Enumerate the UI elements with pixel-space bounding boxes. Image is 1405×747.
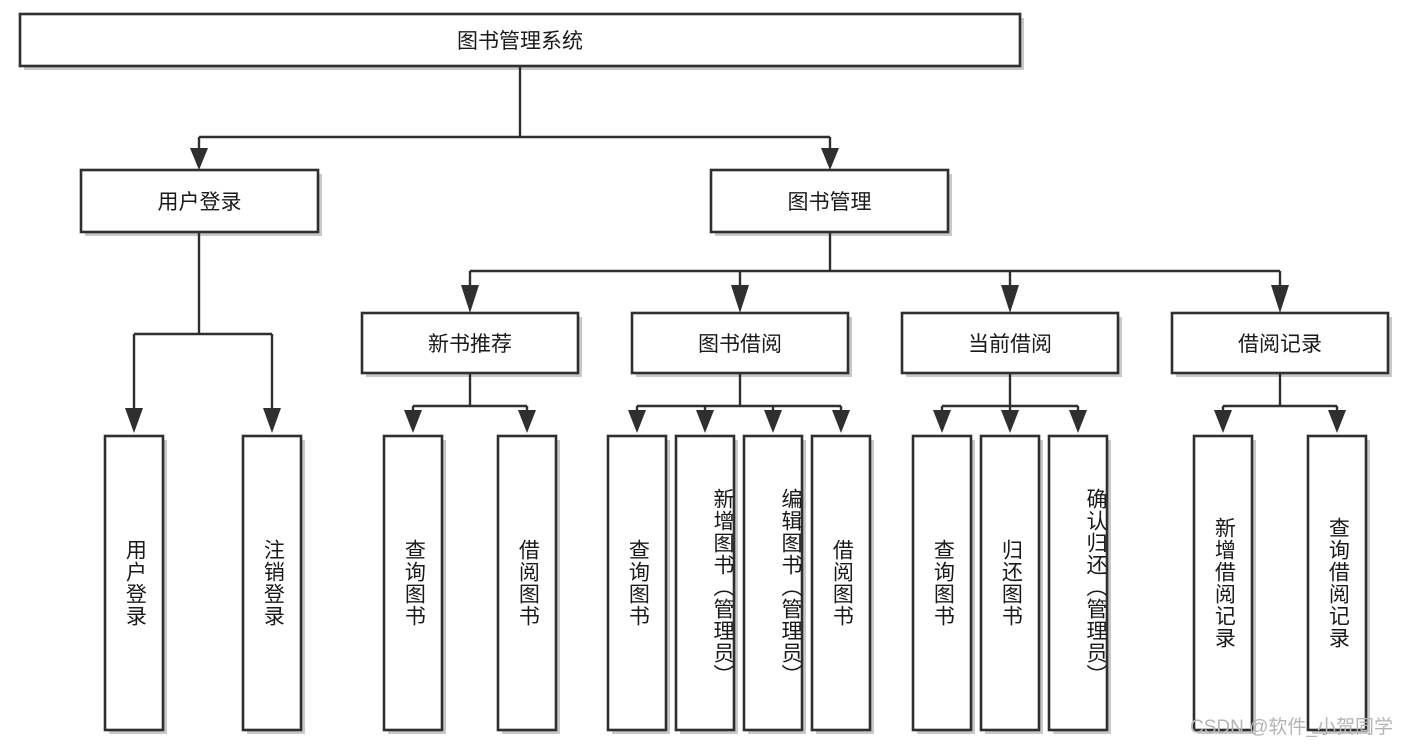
node-book-management[interactable] (709, 168, 952, 236)
leaf-box-current-borrow-1[interactable] (979, 434, 1043, 734)
node-borrow-record[interactable] (1170, 311, 1392, 377)
leaf-box-borrow-record-0[interactable] (1192, 434, 1256, 734)
leaf-box-current-borrow-2[interactable] (1047, 434, 1111, 734)
leaf-box-user-login-0[interactable] (103, 434, 167, 734)
node-user-login[interactable] (79, 168, 322, 236)
connector-current-borrow-to-leaves (933, 373, 1087, 433)
leaf-box-new-book-recommend-1[interactable] (496, 434, 560, 734)
connector-book-borrow-to-leaves (628, 373, 850, 433)
leaf-box-user-login-1[interactable] (241, 434, 305, 734)
leaf-box-new-book-recommend-0[interactable] (382, 434, 446, 734)
leaf-box-current-borrow-0[interactable] (911, 434, 975, 734)
leaf-box-book-borrow-0[interactable] (606, 434, 670, 734)
leaf-box-book-borrow-1[interactable] (674, 434, 738, 734)
node-current-borrow[interactable] (900, 311, 1122, 377)
connector-book-management-to-level2 (461, 232, 1289, 313)
leaf-box-book-borrow-2[interactable] (742, 434, 806, 734)
connector-user-login-to-leaves (125, 232, 281, 433)
leaf-box-book-borrow-3[interactable] (810, 434, 874, 734)
connector-borrow-record-to-leaves (1214, 373, 1346, 433)
connector-root-to-level1 (190, 66, 839, 170)
node-book-borrow[interactable] (630, 311, 852, 377)
connector-new-book-recommend-to-leaves (404, 373, 536, 433)
leaf-box-borrow-record-1[interactable] (1306, 434, 1370, 734)
node-new-book-recommend[interactable] (360, 311, 582, 377)
node-root[interactable] (18, 12, 1024, 70)
